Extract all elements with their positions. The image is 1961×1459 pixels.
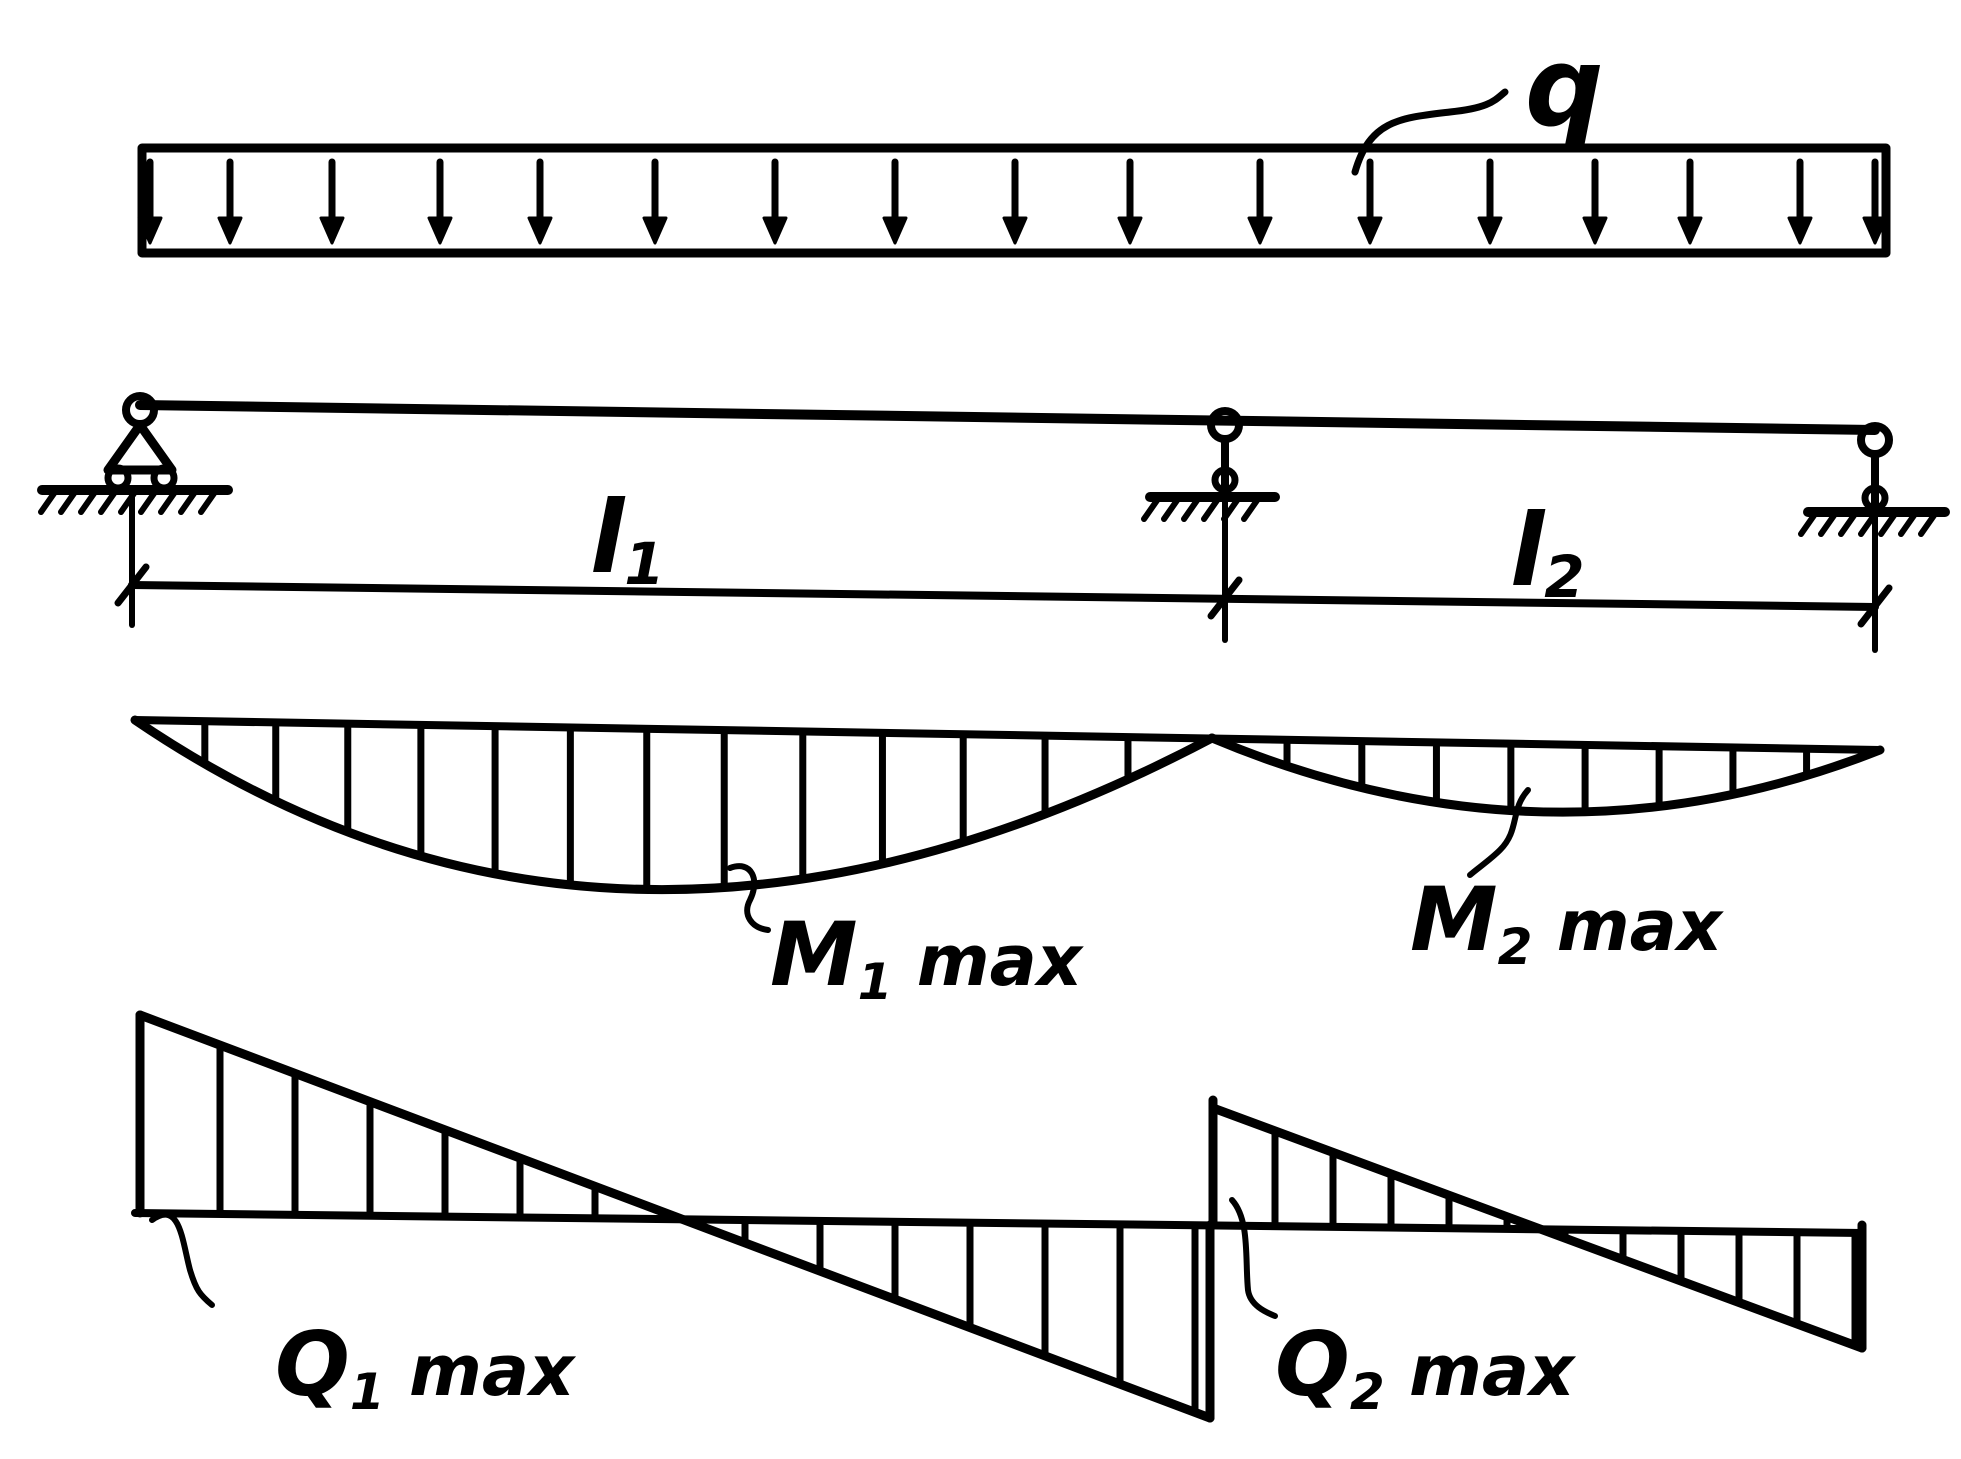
ground-hatch-stroke bbox=[98, 489, 118, 515]
load-arrow-head bbox=[217, 216, 243, 245]
m2-max-leader-line bbox=[1467, 787, 1531, 878]
distributed-load: q bbox=[137, 23, 1891, 258]
middle-roller bbox=[1211, 466, 1239, 494]
ground-hatch-stroke bbox=[1918, 511, 1938, 537]
load-arrow-head bbox=[137, 216, 163, 245]
q2-max-leader-line bbox=[1229, 1197, 1278, 1319]
beam-line bbox=[135, 400, 1880, 435]
ground-hatch-stroke bbox=[78, 489, 98, 515]
ground-hatch-stroke bbox=[1838, 511, 1858, 537]
load-block bbox=[137, 143, 1891, 258]
shear-2-line bbox=[1208, 1103, 1867, 1353]
dim-tick-left bbox=[114, 563, 150, 607]
ground-hatch-stroke bbox=[1161, 496, 1181, 522]
continuous-beam bbox=[37, 392, 1950, 537]
load-leader-line bbox=[1351, 88, 1509, 176]
load-arrow-head bbox=[319, 216, 345, 245]
ground-hatch-stroke bbox=[178, 489, 198, 515]
dim-line bbox=[128, 581, 1879, 611]
load-arrow-head bbox=[527, 216, 553, 245]
m1-leader-line bbox=[727, 863, 771, 933]
load-arrows bbox=[137, 158, 1888, 245]
m1-max-label: M1 max bbox=[770, 903, 1084, 1011]
ground-hatch-stroke bbox=[1798, 511, 1818, 537]
middle-roller-support bbox=[1141, 407, 1280, 522]
load-arrow-head bbox=[882, 216, 908, 245]
span-dimensions: l1 l2 bbox=[114, 479, 1893, 653]
ground-hatch-stroke bbox=[138, 489, 158, 515]
load-arrow-head bbox=[642, 216, 668, 245]
load-arrow-head bbox=[1582, 216, 1608, 245]
load-arrow-head bbox=[1787, 216, 1813, 245]
right-roller-support bbox=[1798, 422, 1950, 537]
load-arrow-head bbox=[1117, 216, 1143, 245]
ground-hatch-stroke bbox=[1141, 496, 1161, 522]
moment-baseline bbox=[131, 716, 1884, 754]
q1-max-leader-line bbox=[149, 1211, 215, 1308]
q2-max-label: Q2 max bbox=[1275, 1313, 1576, 1421]
ground-hatch-stroke bbox=[1878, 511, 1898, 537]
moment-curve-span-2 bbox=[1207, 733, 1885, 817]
load-arrow-head bbox=[1002, 216, 1028, 245]
left-support-triangle bbox=[103, 420, 177, 475]
right-ground-hatch bbox=[1798, 511, 1938, 537]
load-arrow-head bbox=[1247, 216, 1273, 245]
span-2-label: l2 bbox=[1510, 492, 1585, 611]
dim-tick-middle bbox=[1207, 576, 1243, 620]
ground-hatch-stroke bbox=[1241, 496, 1261, 522]
moment-span-1-hatch bbox=[201, 717, 1132, 893]
ground-hatch-stroke bbox=[198, 489, 218, 515]
load-arrow-head bbox=[1357, 216, 1383, 245]
m2-max-label: M2 max bbox=[1410, 868, 1724, 976]
shear-baseline bbox=[131, 1209, 1866, 1237]
moment-span-2-hatch bbox=[1283, 736, 1811, 816]
ground-hatch-stroke bbox=[1898, 511, 1918, 537]
span-1-label: l1 bbox=[590, 479, 665, 598]
shear-span-2-hatch bbox=[1271, 1127, 1859, 1349]
shear-1-line bbox=[135, 1010, 1215, 1423]
load-arrow-head bbox=[1477, 216, 1503, 245]
ground-hatch-stroke bbox=[38, 489, 58, 515]
load-arrow-head bbox=[427, 216, 453, 245]
ground-hatch-stroke bbox=[58, 489, 78, 515]
moment-curve-span-1 bbox=[130, 715, 1217, 895]
ground-hatch-stroke bbox=[1818, 511, 1838, 537]
ground-hatch-stroke bbox=[1181, 496, 1201, 522]
load-arrow-head bbox=[1677, 216, 1703, 245]
load-arrow-head bbox=[1862, 216, 1888, 245]
moment-diagram: M1 max M2 max bbox=[130, 715, 1885, 1011]
left-pinned-support bbox=[37, 392, 233, 515]
shear-span-1-hatch bbox=[216, 1041, 1199, 1416]
ground-hatch-stroke bbox=[1201, 496, 1221, 522]
q1-max-label: Q1 max bbox=[275, 1313, 576, 1421]
shear-diagram: Q1 max Q2 max bbox=[131, 1010, 1867, 1423]
load-label: q bbox=[1525, 23, 1604, 151]
ground-hatch-stroke bbox=[158, 489, 178, 515]
load-arrow-head bbox=[762, 216, 788, 245]
dim-tick-right bbox=[1857, 584, 1893, 628]
